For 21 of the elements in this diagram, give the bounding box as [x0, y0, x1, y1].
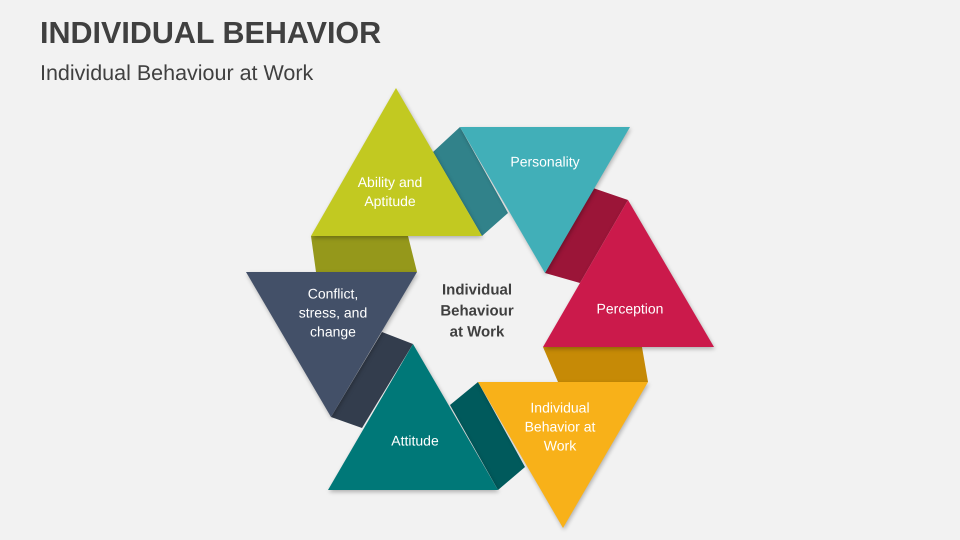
slide-title: INDIVIDUAL BEHAVIOR: [40, 15, 382, 52]
triangle-label: Personality: [509, 152, 581, 172]
triangle-shape: [543, 200, 714, 347]
ribbon-fold-connector: [331, 332, 413, 428]
triangle-label: Individual Behavior at Work: [524, 398, 596, 456]
ribbon-fold-connector: [450, 382, 525, 490]
triangle-shape: [246, 272, 417, 417]
triangle-label: Ability and Aptitude: [356, 173, 424, 211]
ribbon-fold-connector: [543, 347, 648, 382]
slide-subtitle: Individual Behaviour at Work: [40, 60, 314, 86]
ribbon-fold-connector: [433, 127, 508, 236]
triangle-shape: [460, 127, 630, 273]
triangle-label: Conflict, stress, and change: [298, 284, 368, 342]
triangle-label: Perception: [596, 300, 664, 318]
triangle-label: Attitude: [390, 432, 440, 450]
triangle-shape: [478, 382, 648, 528]
triangle-shape: [311, 88, 482, 236]
ribbon-fold-connector: [545, 188, 628, 283]
ribbon-fold-connector: [311, 236, 417, 272]
triangle-shape: [328, 344, 498, 490]
center-text: Individual Behaviour at Work: [439, 280, 515, 342]
